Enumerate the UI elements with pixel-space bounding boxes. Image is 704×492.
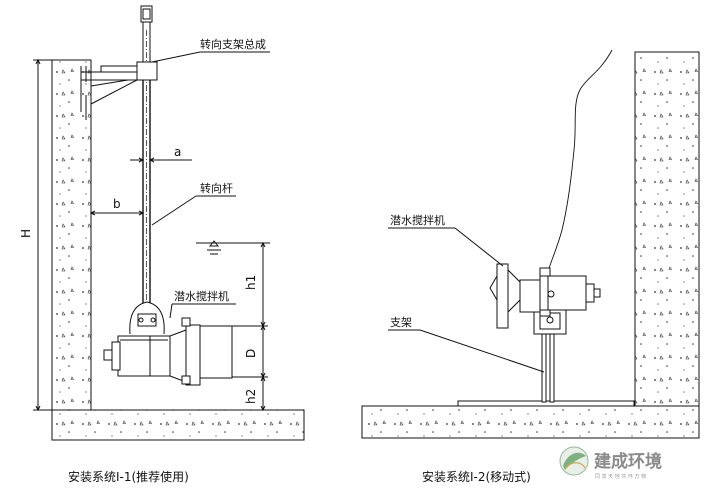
dimension-h2: h2	[244, 389, 258, 404]
label-steering-rod: 转向杆	[200, 181, 233, 195]
dimension-H: H	[19, 229, 33, 238]
right-mixer-body	[489, 263, 601, 329]
dimension-b: b	[113, 197, 121, 211]
power-cable	[546, 49, 613, 277]
label-mixer-right: 潜水搅拌机	[390, 213, 445, 227]
caption-right: 安装系统Ⅰ-2(移动式)	[422, 469, 531, 484]
left-floor-slab	[51, 409, 305, 441]
label-steering-assembly: 转向支架总成	[200, 37, 266, 51]
right-floor-slab	[361, 405, 700, 439]
left-installation-system	[33, 5, 305, 441]
label-bracket: 支架	[390, 316, 412, 329]
left-wall	[51, 59, 92, 411]
label-mixer-left: 潜水搅拌机	[174, 289, 229, 303]
right-installation-system	[361, 49, 700, 439]
leaf-logo-icon	[559, 446, 589, 476]
dimension-D: D	[244, 349, 258, 358]
dimension-a: a	[174, 145, 181, 159]
dimension-h1: h1	[244, 275, 258, 290]
left-mixer-body	[103, 301, 233, 386]
logo-tagline: 同 享 天 地 共 环 万 物	[595, 473, 646, 480]
logo-watermark: 建成环境 同 享 天 地 共 环 万 物	[559, 446, 662, 480]
caption-left: 安装系统Ⅰ-1(推荐使用)	[68, 469, 189, 484]
right-wall	[634, 51, 700, 407]
logo-name: 建成环境	[594, 451, 662, 472]
